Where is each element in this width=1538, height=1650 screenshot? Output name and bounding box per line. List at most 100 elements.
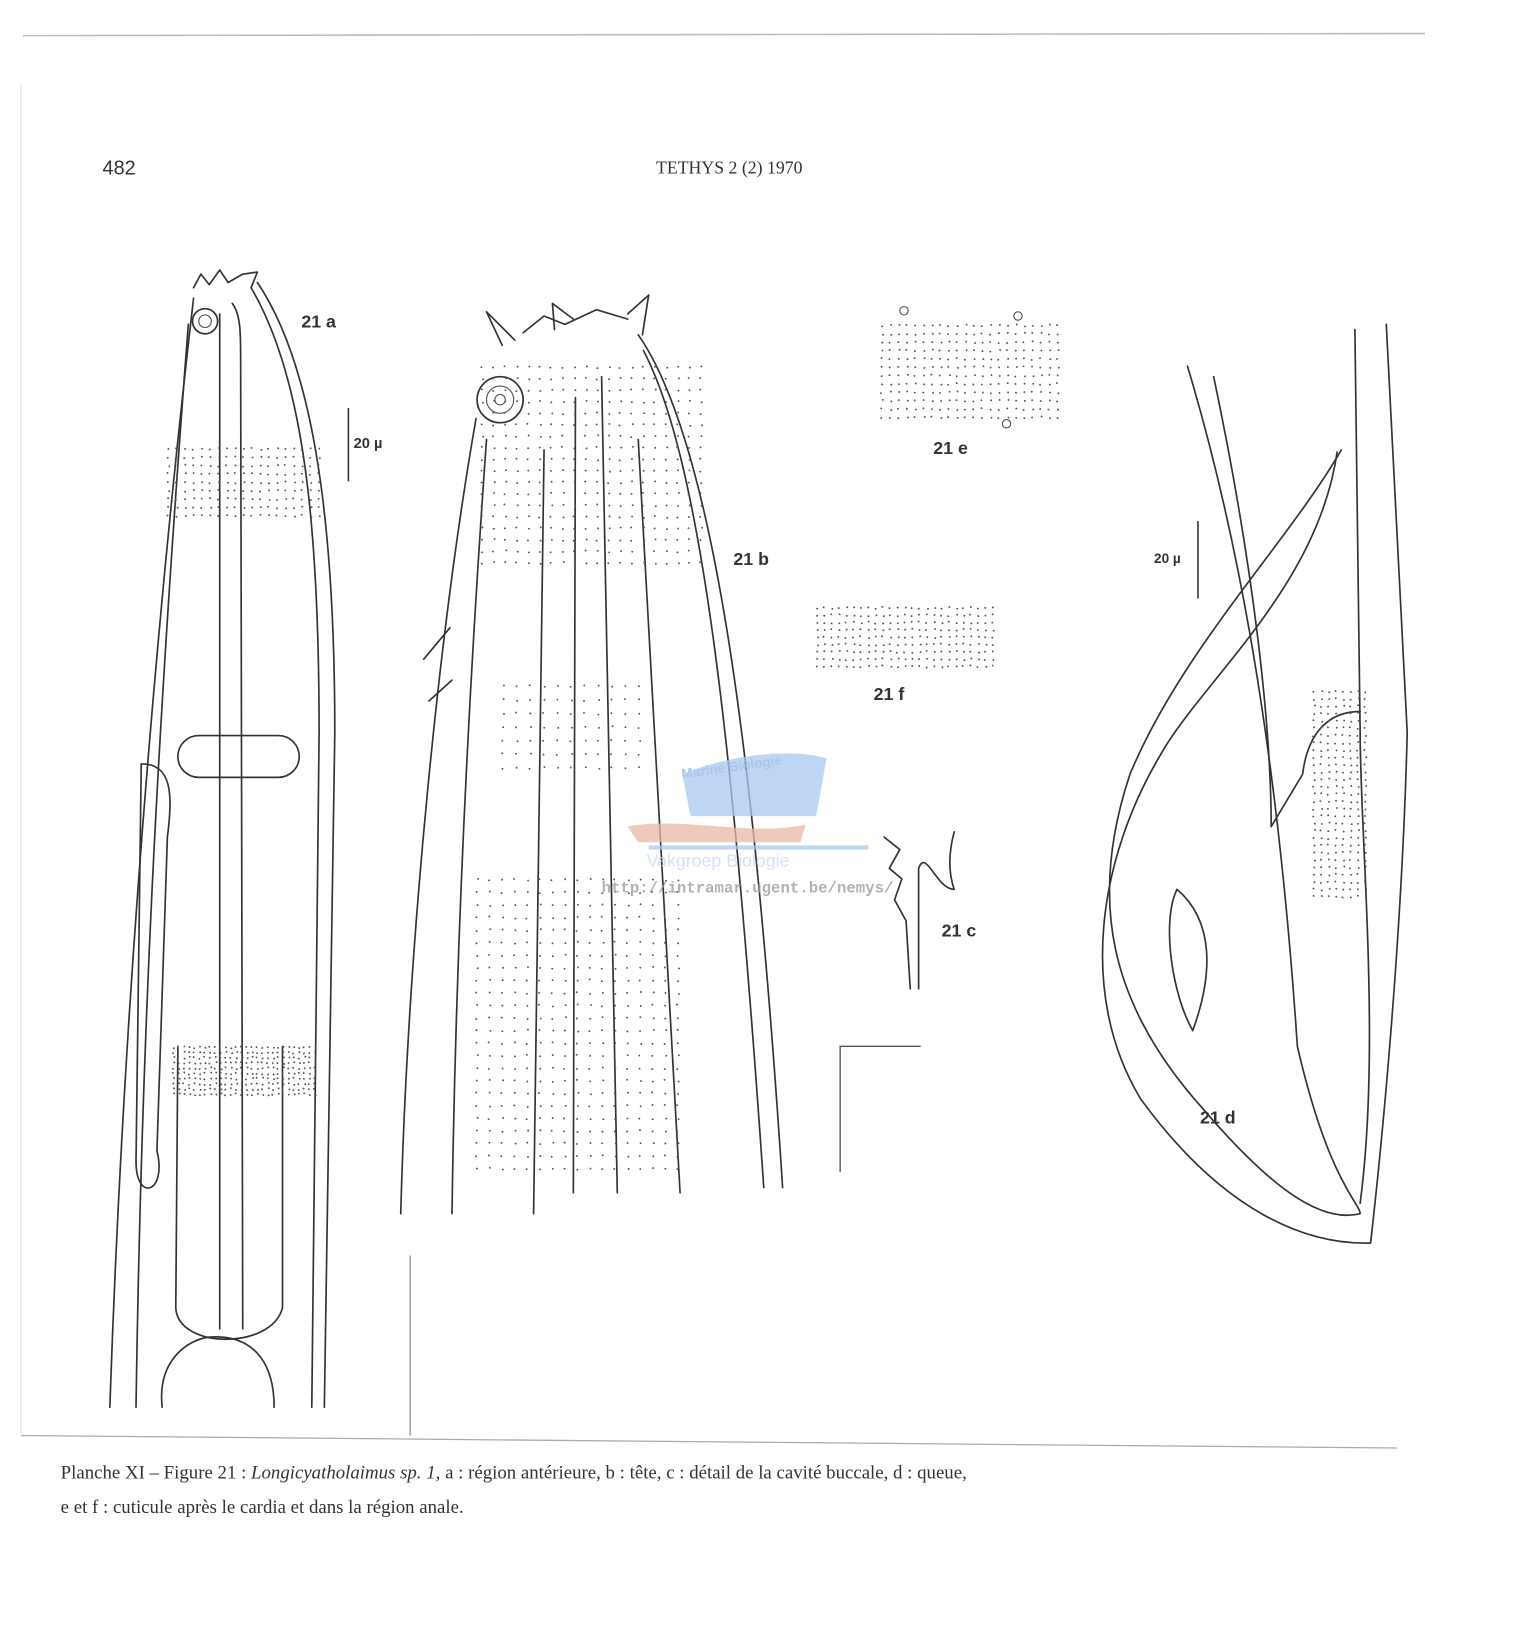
stipple-dot — [1032, 382, 1035, 385]
stipple-dot — [188, 1061, 191, 1064]
stipple-dot — [1350, 873, 1353, 876]
stipple-dot — [653, 469, 656, 472]
stipple-dot — [557, 726, 560, 729]
stipple-dot — [590, 929, 592, 932]
stipple-dot — [1364, 711, 1367, 714]
stipple-dot — [527, 551, 530, 554]
stipple-dot — [639, 966, 642, 969]
stipple-dot — [688, 504, 691, 507]
stipple-dot — [475, 1155, 478, 1158]
stipple-dot — [992, 659, 995, 662]
stipple-dot — [489, 1004, 492, 1007]
stipple-dot — [631, 366, 634, 369]
stipple-dot — [298, 1077, 301, 1080]
stipple-dot — [225, 464, 227, 467]
stipple-dot — [905, 382, 908, 385]
stipple-dot — [573, 401, 576, 404]
stipple-dot — [492, 366, 495, 369]
stipple-dot — [882, 644, 885, 647]
stipple-dot — [689, 424, 692, 427]
stipple-dot — [203, 1055, 205, 1058]
stipple-dot — [539, 928, 542, 931]
stipple-dot — [1048, 383, 1051, 386]
stipple-dot — [956, 613, 959, 616]
stipple-dot — [597, 434, 600, 437]
stipple-dot — [938, 374, 941, 377]
stipple-dot — [216, 498, 219, 501]
stipple-dot — [182, 1082, 185, 1085]
stipple-dot — [1320, 785, 1323, 788]
stipple-dot — [298, 1068, 301, 1071]
stipple-dot — [990, 399, 993, 402]
stipple-dot — [652, 930, 655, 933]
stipple-dot — [213, 1067, 216, 1070]
stipple-dot — [614, 992, 617, 995]
stipple-dot — [969, 643, 972, 646]
stipple-dot — [627, 979, 630, 982]
stipple-dot — [199, 1088, 202, 1091]
stipple-dot — [475, 890, 478, 893]
stipple-dot — [688, 412, 690, 415]
stipple-dot — [537, 1003, 540, 1006]
stipple-dot — [687, 549, 690, 552]
stipple-dot — [585, 562, 588, 565]
stipple-dot — [677, 400, 680, 403]
stipple-dot — [259, 464, 262, 467]
stipple-dot — [575, 1053, 578, 1056]
stipple-dot — [503, 503, 506, 506]
stipple-dot — [575, 1068, 578, 1071]
stipple-dot — [192, 1051, 195, 1054]
stipple-dot — [504, 561, 507, 564]
stipple-dot — [550, 1129, 553, 1132]
stipple-dot — [852, 628, 854, 631]
stipple-dot — [550, 1155, 553, 1158]
stipple-dot — [613, 1105, 616, 1108]
stipple-dot — [576, 903, 579, 906]
stipple-dot — [1349, 749, 1352, 752]
stipple-dot — [192, 1056, 195, 1059]
stipple-dot — [292, 1076, 295, 1079]
stipple-dot — [563, 1117, 565, 1120]
stipple-dot — [584, 412, 587, 415]
stipple-dot — [1031, 340, 1034, 343]
stipple-dot — [652, 1155, 655, 1158]
stipple-dot — [215, 1061, 218, 1064]
stipple-dot — [191, 448, 194, 451]
stipple-dot — [997, 417, 1000, 420]
stipple-dot — [940, 614, 942, 617]
stipple-dot — [588, 941, 591, 944]
stipple-dot — [977, 635, 980, 638]
stipple-dot — [271, 1051, 274, 1054]
stipple-dot — [226, 472, 229, 475]
stipple-dot — [208, 482, 211, 485]
stipple-dot — [880, 392, 882, 395]
stipple-dot — [493, 399, 496, 402]
stipple-dot — [626, 1030, 629, 1033]
stipple-dot — [619, 492, 622, 495]
stipple-dot — [601, 1142, 604, 1145]
stipple-dot — [608, 492, 611, 495]
stipple-dot — [539, 412, 542, 415]
stipple-dot — [539, 1129, 542, 1132]
stipple-dot — [538, 1028, 541, 1031]
stipple-dot — [487, 1118, 490, 1121]
stipple-dot — [859, 651, 862, 654]
stipple-dot — [859, 635, 862, 638]
stipple-dot — [991, 636, 994, 639]
stipple-dot — [513, 878, 516, 880]
stipple-dot — [551, 904, 554, 907]
stipple-dot — [501, 928, 504, 931]
stipple-dot — [550, 401, 553, 404]
stipple-dot — [227, 489, 229, 492]
stipple-dot — [614, 1042, 617, 1044]
stipple-dot — [551, 891, 554, 894]
stipple-dot — [677, 504, 679, 507]
stipple-dot — [563, 967, 566, 970]
stipple-dot — [1312, 894, 1315, 897]
stipple-dot — [1363, 843, 1366, 846]
stipple-dot — [677, 992, 680, 995]
stipple-dot — [627, 892, 630, 895]
stipple-dot — [639, 1016, 642, 1019]
stipple-dot — [267, 456, 270, 459]
stipple-dot — [538, 878, 541, 881]
